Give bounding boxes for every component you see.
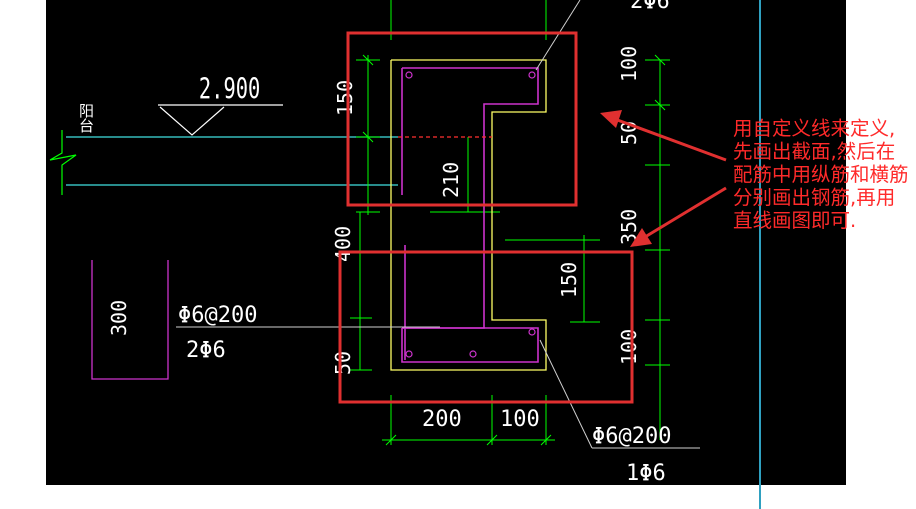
elevation-text: 2.900 bbox=[199, 72, 260, 105]
wall-section-300 bbox=[91, 260, 169, 380]
dim-210: 210 bbox=[439, 162, 463, 198]
annotation-note: 用自定义线来定义,先画出截面,然后在配筋中用纵筋和横筋分别画出钢筋,再用直线画图… bbox=[733, 117, 909, 232]
rebar-left-spacing: Φ6@200 bbox=[178, 303, 257, 328]
highlight-box-top bbox=[346, 31, 578, 207]
dim-100-right-bottom: 100 bbox=[617, 329, 641, 365]
elevation-marker bbox=[158, 104, 283, 136]
highlight-box-bottom bbox=[338, 250, 634, 404]
balcony-label: 阳台 bbox=[77, 103, 95, 133]
dim-150-mid: 150 bbox=[557, 262, 581, 298]
cad-canvas bbox=[46, 0, 846, 485]
dim-100-bottom: 100 bbox=[500, 407, 540, 432]
dimension-lines bbox=[350, 0, 670, 446]
annotation-arrows bbox=[600, 110, 727, 247]
dim-400: 400 bbox=[331, 226, 355, 262]
dim-50-left: 50 bbox=[331, 351, 355, 375]
rebar-right-spacing: Φ6@200 bbox=[592, 424, 671, 449]
rebar-right-bars: 1Φ6 bbox=[626, 461, 666, 486]
dim-2phi6-top: 2Φ6 bbox=[630, 0, 670, 14]
rebar-left-bars: 2Φ6 bbox=[186, 338, 226, 363]
dim-150-left: 150 bbox=[333, 80, 357, 116]
break-symbol bbox=[49, 130, 77, 195]
leader-lines bbox=[176, 0, 700, 449]
dim-200: 200 bbox=[422, 407, 462, 432]
slab-lines bbox=[66, 136, 398, 186]
section-outline bbox=[390, 59, 547, 371]
rebar-dots bbox=[405, 71, 536, 358]
dim-100-right-top: 100 bbox=[617, 46, 641, 82]
dim-300: 300 bbox=[107, 300, 131, 336]
stirrups bbox=[401, 67, 539, 363]
